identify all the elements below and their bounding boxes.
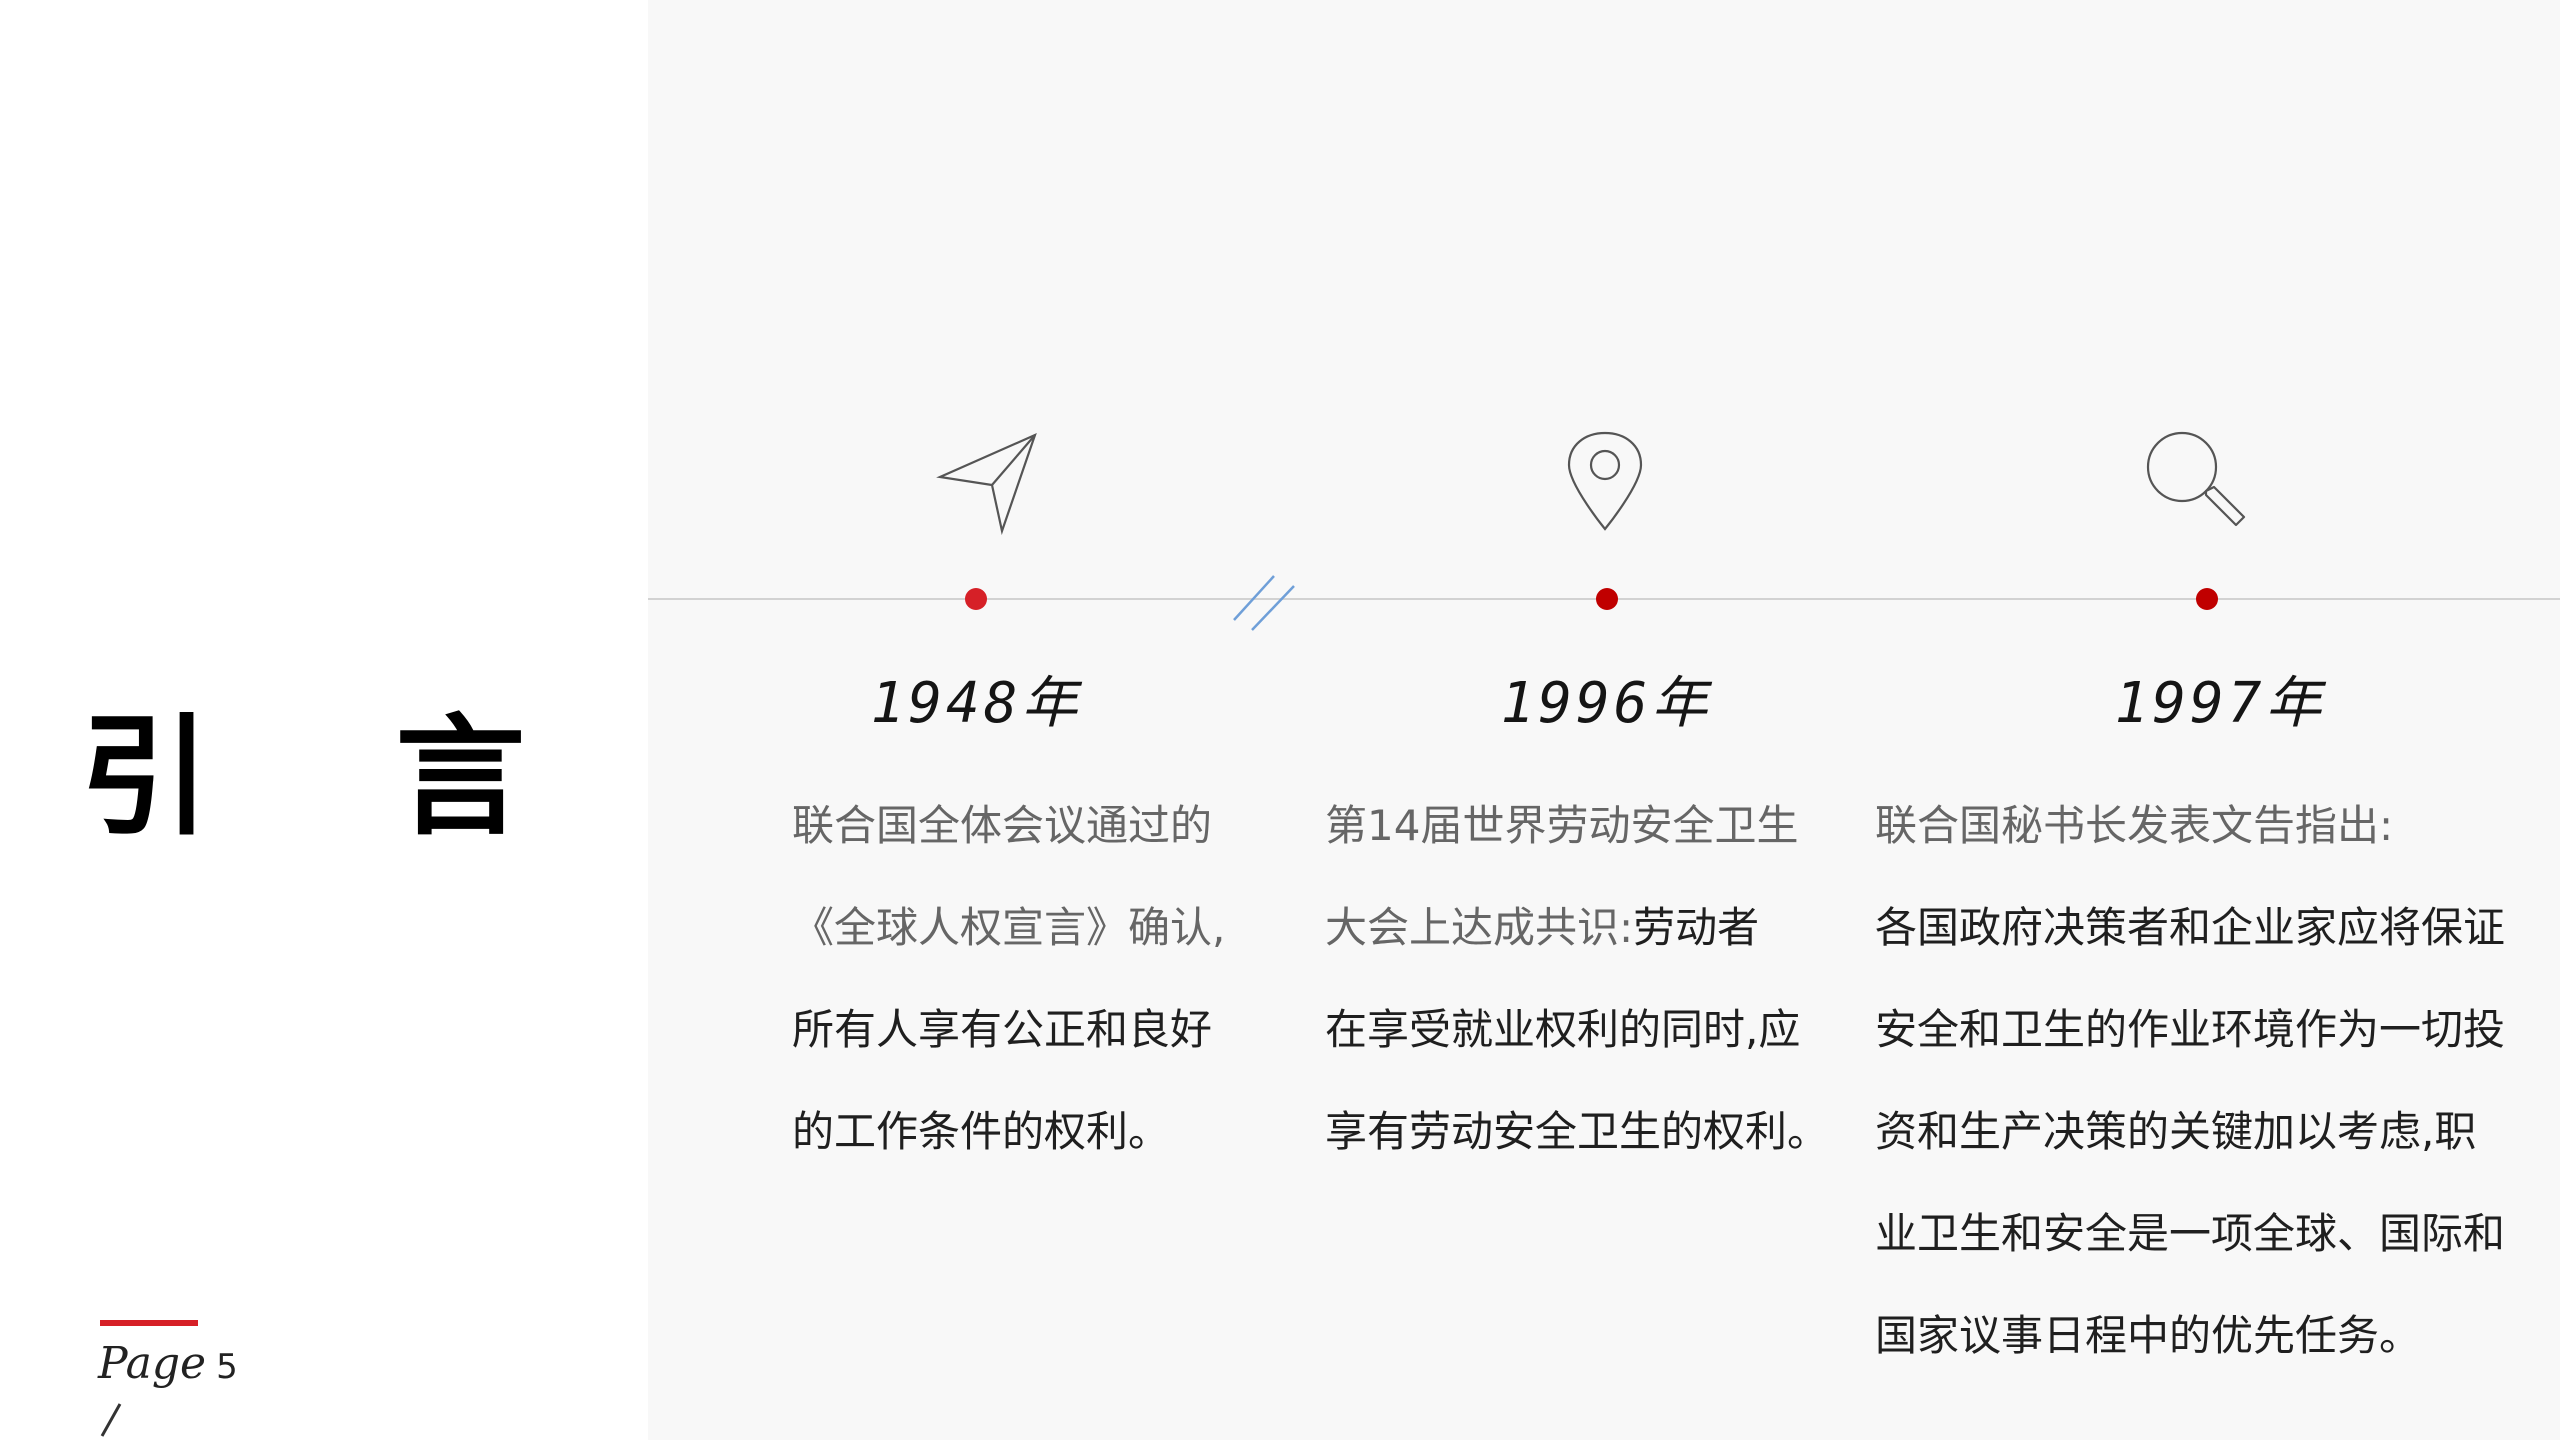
text-line: 各国政府决策者和企业家应将保证	[1875, 903, 2506, 952]
slide-title: 引 言	[80, 701, 596, 853]
map-pin-icon	[1567, 431, 1643, 531]
text-line: 享有劳动安全卫生的权利。	[1325, 1107, 1830, 1156]
text-line: 在享受就业权利的同时,应	[1325, 1005, 1801, 1054]
text-line: 联合国秘书长发表文告指出:	[1875, 801, 2394, 850]
text-line: 资和生产决策的关键加以考虑,职	[1875, 1107, 2477, 1156]
year-label-1948: 1948年	[870, 671, 1082, 736]
year-label-1997: 1997年	[2114, 671, 2326, 736]
text-line: 大会上达成共识:劳动者	[1325, 877, 1829, 979]
page-number: 5	[216, 1347, 238, 1387]
text-segment: 大会上达成共识:	[1325, 903, 1634, 952]
content-panel	[648, 0, 2560, 1440]
text-line: 所有人享有公正和良好	[792, 1005, 1213, 1054]
timeline-dot-1997	[2196, 588, 2218, 610]
paper-plane-icon	[936, 432, 1037, 535]
text-line: 联合国全体会议通过的	[792, 801, 1213, 850]
page-label: Page	[98, 1338, 207, 1389]
text-line: 的工作条件的权利。	[792, 1107, 1171, 1156]
timeline-text-1948: 联合国全体会议通过的 《全球人权宣言》确认, 所有人享有公正和良好 的工作条件的…	[792, 775, 1225, 1183]
text-line: 业卫生和安全是一项全球、国际和	[1875, 1209, 2506, 1258]
timeline-text-1997: 联合国秘书长发表文告指出: 各国政府决策者和企业家应将保证 安全和卫生的作业环境…	[1875, 775, 2505, 1387]
text-segment: 劳动者	[1633, 903, 1760, 952]
timeline-dot-1996	[1596, 588, 1618, 610]
page-slash-icon	[100, 1403, 122, 1437]
timeline-break-icon	[1233, 575, 1295, 631]
year-label-1996: 1996年	[1500, 671, 1712, 736]
text-line: 国家议事日程中的优先任务。	[1875, 1311, 2422, 1360]
text-line: 第14届世界劳动安全卫生	[1325, 801, 1799, 850]
page-accent-bar	[100, 1320, 198, 1326]
text-line: 安全和卫生的作业环境作为一切投	[1875, 1005, 2506, 1054]
timeline-text-1996: 第14届世界劳动安全卫生 大会上达成共识:劳动者 在享受就业权利的同时,应 享有…	[1325, 775, 1829, 1183]
magnifier-icon	[2146, 431, 2246, 527]
text-line: 《全球人权宣言》确认,	[792, 903, 1226, 952]
timeline-dot-1948	[965, 588, 987, 610]
